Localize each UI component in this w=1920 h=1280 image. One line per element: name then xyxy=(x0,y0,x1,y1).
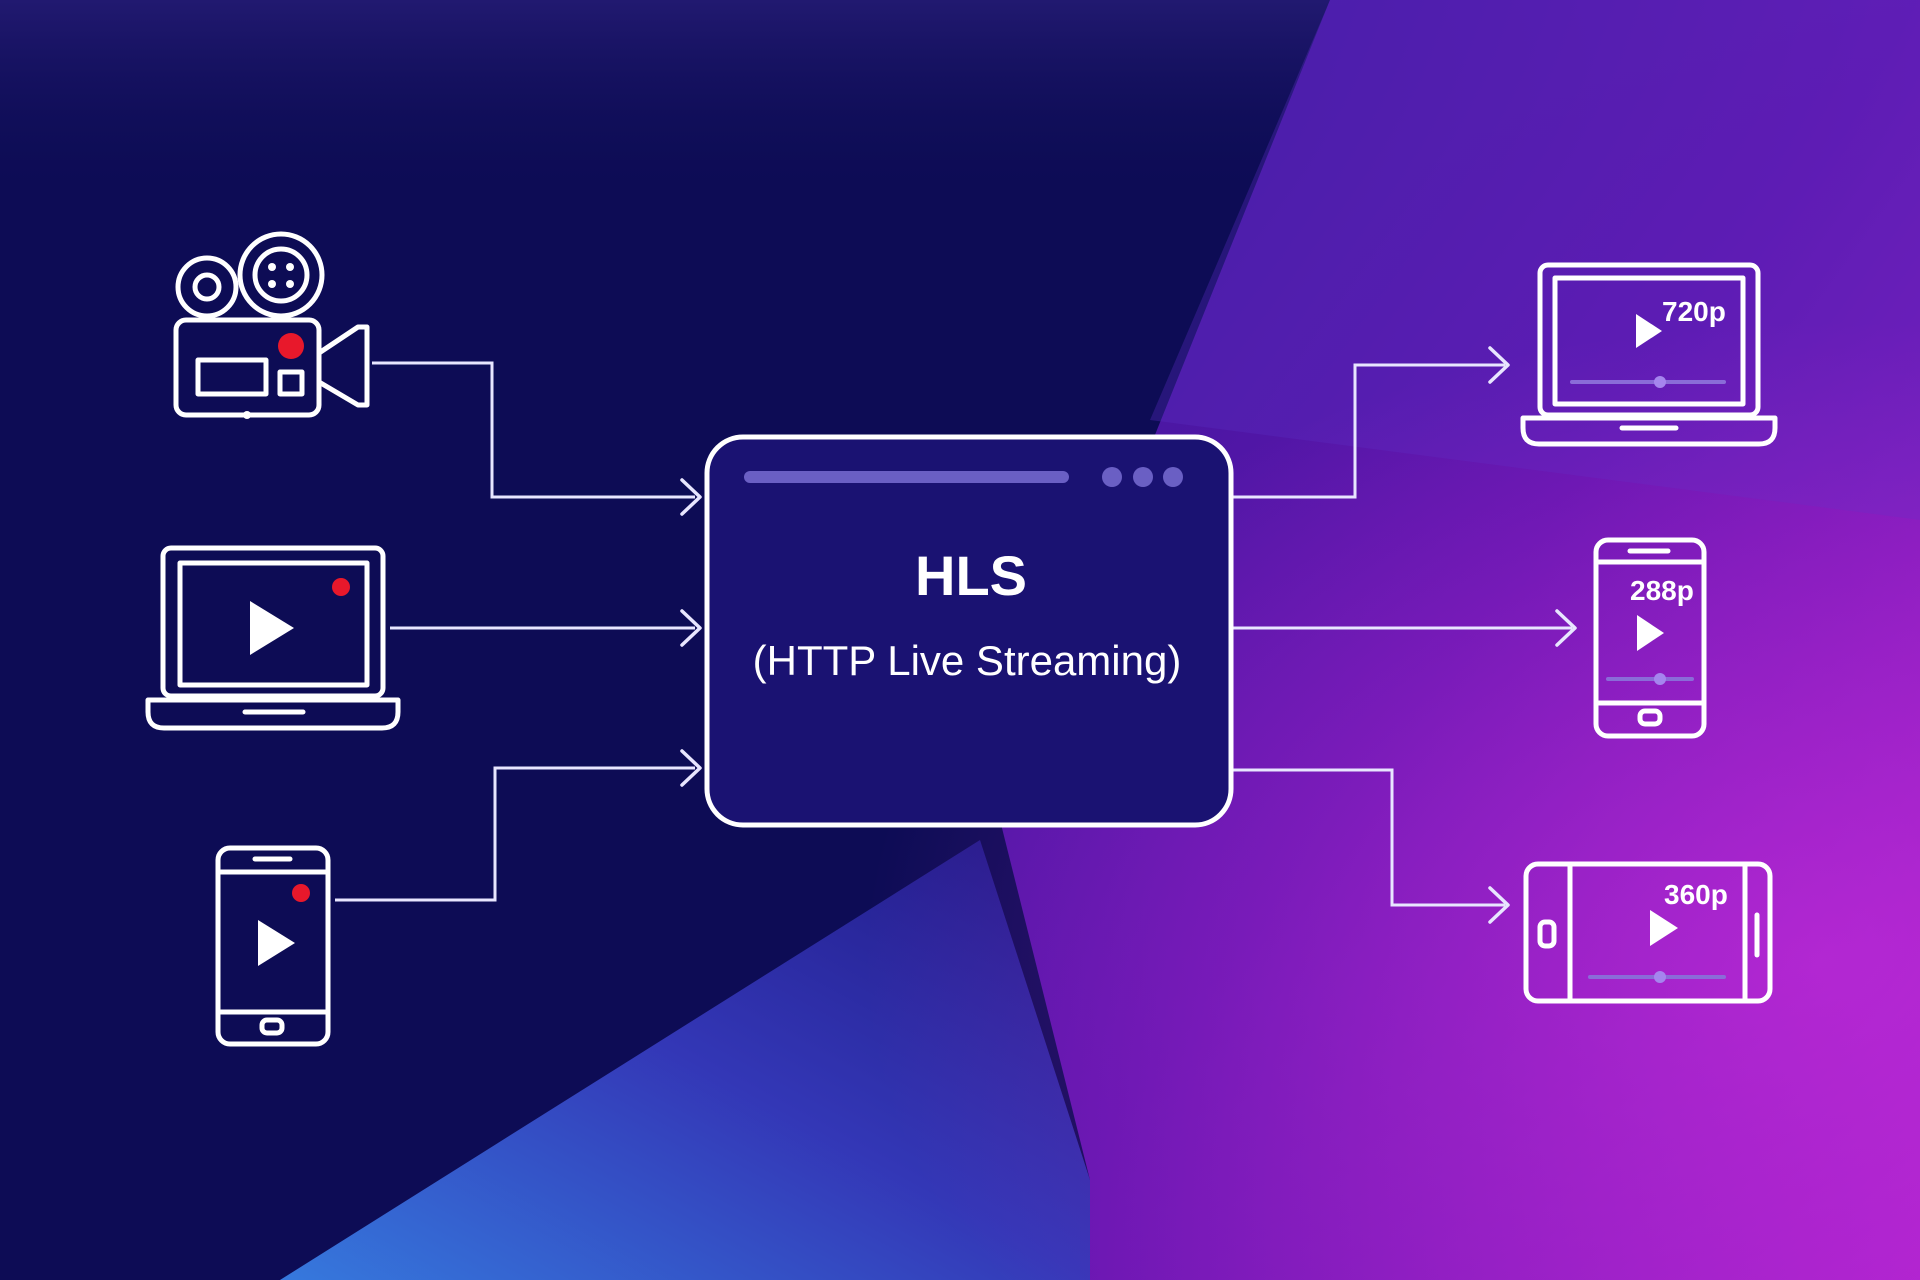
hub-title: HLS xyxy=(915,544,1027,607)
output-720p-arrowhead xyxy=(1488,346,1510,384)
seek-knob xyxy=(1654,971,1666,983)
output-720p-label: 720p xyxy=(1662,296,1726,327)
input-connectors xyxy=(335,361,702,902)
output-288p-phone-icon: 288p xyxy=(1593,537,1707,739)
camera-arrowhead xyxy=(680,478,702,516)
record-dot-icon xyxy=(278,333,304,359)
output-360p-phone-landscape-icon: 360p xyxy=(1523,861,1773,1004)
seek-knob xyxy=(1654,673,1666,685)
output-288p-arrowhead xyxy=(1555,609,1577,647)
laptop-arrowhead xyxy=(680,609,702,647)
seek-knob xyxy=(1654,376,1666,388)
record-dot-icon xyxy=(332,578,350,596)
output-288p-label: 288p xyxy=(1630,575,1694,606)
phone-arrowhead xyxy=(680,749,702,787)
window-dot-icon xyxy=(1163,467,1183,487)
output-720p-laptop-icon: 720p xyxy=(1520,262,1778,447)
output-360p-connector xyxy=(1232,768,1505,907)
output-720p-connector xyxy=(1232,363,1505,499)
record-dot-icon xyxy=(292,884,310,902)
phone-connector xyxy=(335,766,695,902)
hub-subtitle: (HTTP Live Streaming) xyxy=(753,637,1182,684)
window-dot-icon xyxy=(1102,467,1122,487)
window-dot-icon xyxy=(1133,467,1153,487)
laptop-play-icon xyxy=(145,545,401,731)
output-360p-arrowhead xyxy=(1488,886,1510,924)
phone-play-icon xyxy=(215,845,331,1047)
camera-connector xyxy=(372,361,695,499)
output-connectors xyxy=(1232,346,1577,924)
output-360p-label: 360p xyxy=(1664,879,1728,910)
hls-server-window: HLS (HTTP Live Streaming) xyxy=(704,434,1234,828)
video-camera-icon xyxy=(173,231,370,419)
